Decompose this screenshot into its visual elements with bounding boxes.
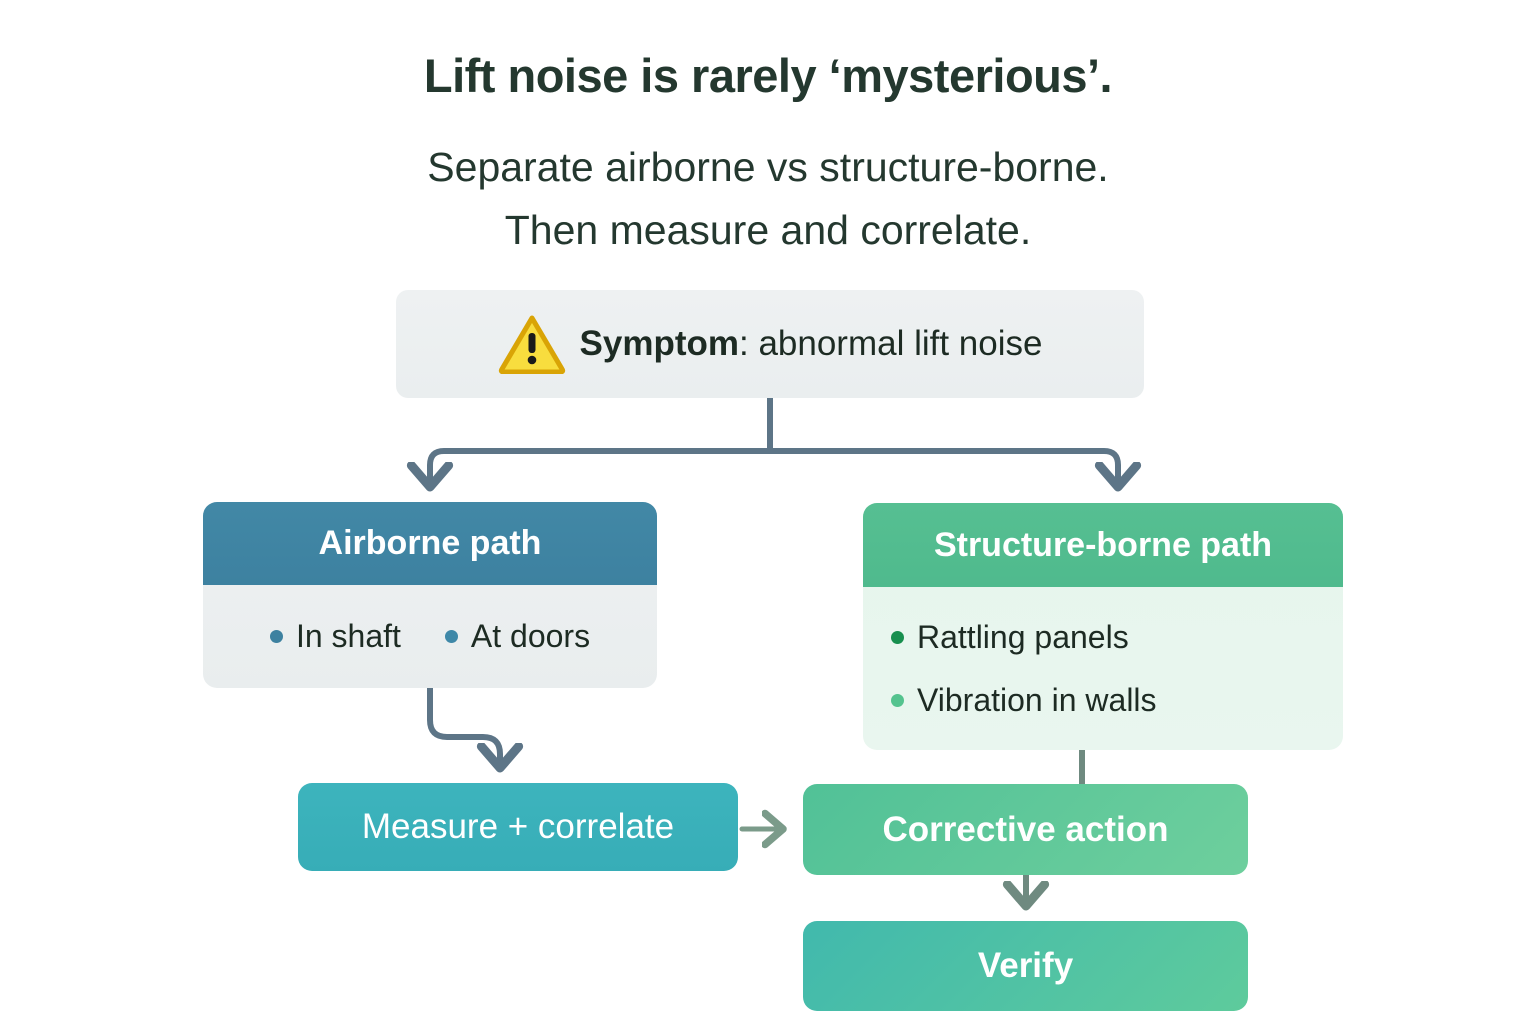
card-airborne-body: In shaft At doors: [203, 585, 657, 688]
symptom-text: Symptom: abnormal lift noise: [580, 324, 1043, 364]
page-subtitle: Separate airborne vs structure-borne. Th…: [0, 136, 1536, 262]
card-structure-body: Rattling panels Vibration in walls: [863, 587, 1343, 750]
card-airborne-header: Airborne path: [203, 502, 657, 585]
node-corrective-action: Corrective action: [803, 784, 1248, 875]
bullet-dot-icon: [891, 630, 904, 644]
connector-symptom-to-airborne: [430, 448, 773, 487]
symptom-separator: :: [738, 324, 759, 363]
symptom-value: abnormal lift noise: [758, 324, 1043, 363]
list-item: At doors: [444, 618, 591, 655]
list-item-label: Vibration in walls: [917, 681, 1157, 718]
symptom-box: Symptom: abnormal lift noise: [396, 290, 1144, 398]
list-item: Vibration in walls: [891, 682, 1343, 719]
node-verify: Verify: [803, 921, 1248, 1011]
node-measure-correlate: Measure + correlate: [298, 783, 738, 871]
bullet-dot-icon: [444, 630, 458, 643]
page-subtitle-line-1: Separate airborne vs structure-borne.: [427, 144, 1109, 190]
card-structure-borne-path: Structure-borne path Rattling panels Vib…: [863, 503, 1343, 750]
list-item-label: At doors: [470, 618, 591, 654]
list-item: In shaft: [269, 618, 401, 655]
card-structure-header: Structure-borne path: [863, 503, 1343, 587]
connector-airborne-to-measure: [427, 685, 500, 768]
list-item: Rattling panels: [891, 619, 1343, 656]
bullet-dot-icon: [269, 630, 283, 643]
list-item-label: In shaft: [295, 618, 401, 654]
bullet-dot-icon: [891, 693, 904, 707]
connector-symptom-to-structure: [767, 448, 1118, 487]
card-airborne-path: Airborne path In shaft At doors: [203, 502, 657, 688]
symptom-label: Symptom: [579, 324, 739, 363]
page-subtitle-line-2: Then measure and correlate.: [504, 207, 1032, 253]
warning-triangle-icon: [498, 315, 565, 374]
page-title: Lift noise is rarely ‘mysterious’.: [423, 49, 1113, 102]
list-item-label: Rattling panels: [917, 618, 1129, 655]
